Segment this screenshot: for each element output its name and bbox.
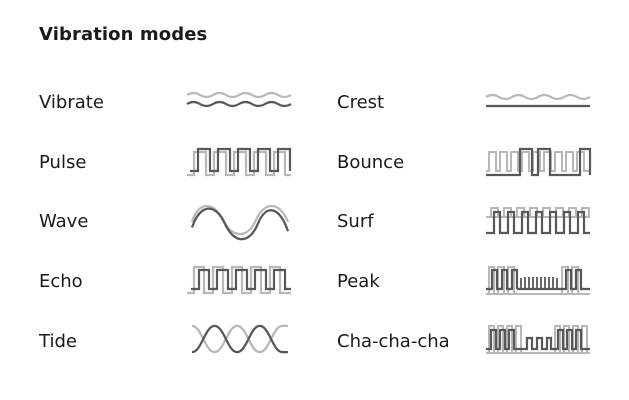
mode-label: Wave [39,210,89,232]
mode-item-peak[interactable]: Peak [337,261,597,301]
mode-item-wave[interactable]: Wave [39,201,299,241]
mode-label: Vibrate [39,91,104,113]
tide-waveform-icon [187,323,293,355]
mode-item-crest[interactable]: Crest [337,82,597,122]
mode-item-tide[interactable]: Tide [39,321,299,361]
echo-waveform-icon [187,264,293,296]
crest-waveform-icon [485,86,592,118]
mode-item-cha-cha-cha[interactable]: Cha-cha-cha [337,321,597,361]
mode-label: Echo [39,270,83,292]
mode-label: Bounce [337,151,405,173]
mode-label: Surf [337,210,374,232]
page-title: Vibration modes [39,24,208,45]
mode-item-echo[interactable]: Echo [39,261,299,301]
cha-cha-cha-waveform-icon [486,323,592,355]
pulse-waveform-icon [187,146,293,178]
peak-waveform-icon [486,264,592,296]
mode-label: Cha-cha-cha [337,330,450,352]
bounce-waveform-icon [486,146,592,178]
mode-label: Tide [39,330,77,352]
mode-item-pulse[interactable]: Pulse [39,142,299,182]
wave-waveform-icon [187,203,293,241]
surf-waveform-icon [486,205,592,237]
mode-label: Pulse [39,151,87,173]
mode-item-surf[interactable]: Surf [337,201,597,241]
mode-item-bounce[interactable]: Bounce [337,142,597,182]
mode-label: Peak [337,270,380,292]
mode-item-vibrate[interactable]: Vibrate [39,82,299,122]
vibrate-waveform-icon [186,86,293,118]
mode-label: Crest [337,91,385,113]
